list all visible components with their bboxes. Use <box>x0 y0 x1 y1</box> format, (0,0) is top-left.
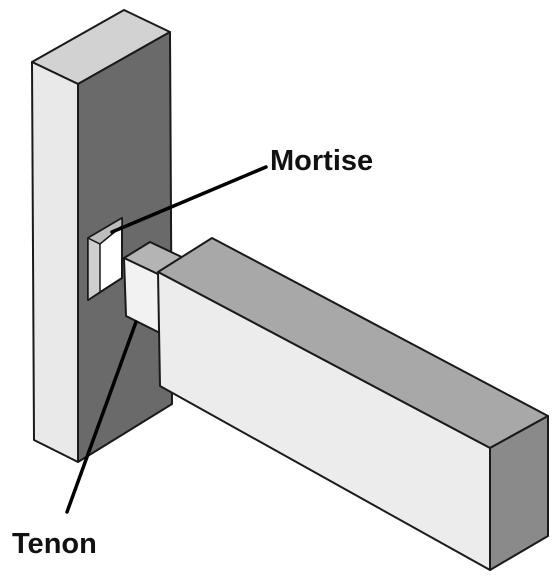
post-side-face <box>77 31 173 463</box>
horizontal-beam <box>123 237 549 571</box>
mortise-label: Mortise <box>270 145 373 177</box>
mortise-inner-wall <box>87 237 101 301</box>
post-front-face <box>31 61 79 463</box>
mortise-hole <box>87 217 123 301</box>
beam-end-face <box>489 415 549 571</box>
vertical-post <box>31 9 173 463</box>
mortise-leader-line <box>110 165 268 234</box>
tenon-label: Tenon <box>12 528 97 560</box>
tenon-leader-line <box>65 320 138 514</box>
